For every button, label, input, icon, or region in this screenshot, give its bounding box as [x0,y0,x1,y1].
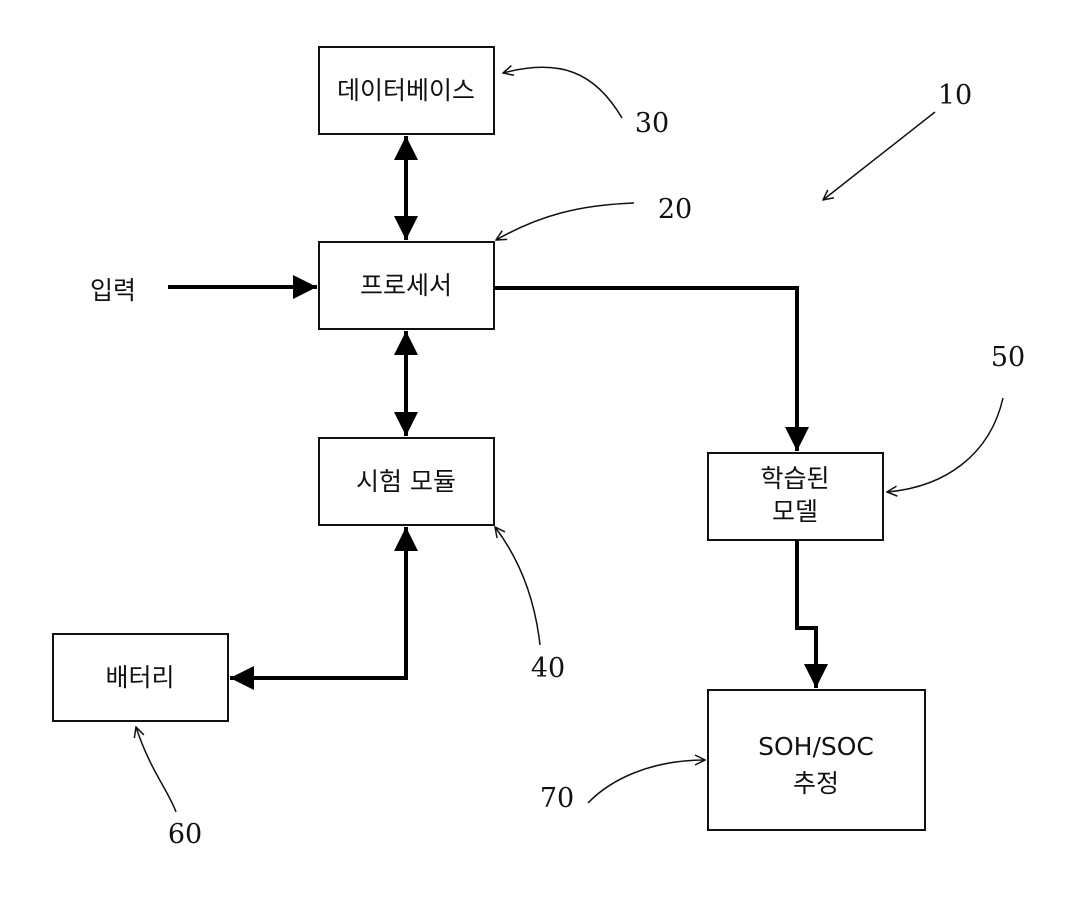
processor-label: 프로세서 [360,271,452,300]
estimation-label-line2: 추정 [793,769,839,798]
ref-10-leader [823,112,935,200]
ref-50-leader [887,398,1003,492]
ref-10: 10 [823,80,972,200]
ref-60-label: 60 [168,819,202,850]
ref-60: 60 [136,727,202,850]
ref-70-label: 70 [540,783,574,814]
ref-50: 50 [887,342,1025,492]
ref-30: 30 [503,67,669,139]
ref-10-label: 10 [938,80,972,111]
test-module-battery-arrow [230,527,406,678]
trained-model-label-line1: 학습된 [760,464,829,493]
test-module-block: 시험 모듈 [319,438,494,525]
estimation-block: SOH/SOC 추정 [708,690,925,830]
ref-40: 40 [495,527,565,684]
ref-30-leader [503,67,622,118]
processor-block: 프로세서 [319,242,494,329]
ref-70-leader [588,760,705,803]
database-label: 데이터베이스 [337,76,475,105]
ref-30-label: 30 [635,108,669,139]
model-estimation-arrow [797,540,816,688]
ref-20-leader [496,203,634,240]
processor-model-arrow [494,288,797,451]
ref-60-leader [136,727,176,812]
ref-20: 20 [496,194,692,240]
estimation-label-line1: SOH/SOC [758,732,874,761]
input-label: 입력 [90,276,136,305]
trained-model-block: 학습된 모델 [708,453,883,540]
database-block: 데이터베이스 [319,47,494,134]
ref-40-label: 40 [531,653,565,684]
test-module-label: 시험 모듈 [356,467,456,496]
ref-70: 70 [540,760,705,814]
trained-model-label-line2: 모델 [772,497,818,526]
battery-label: 배터리 [105,663,174,692]
battery-block: 배터리 [53,634,228,721]
ref-50-label: 50 [991,342,1025,373]
ref-40-leader [495,527,540,645]
ref-20-label: 20 [658,194,692,225]
